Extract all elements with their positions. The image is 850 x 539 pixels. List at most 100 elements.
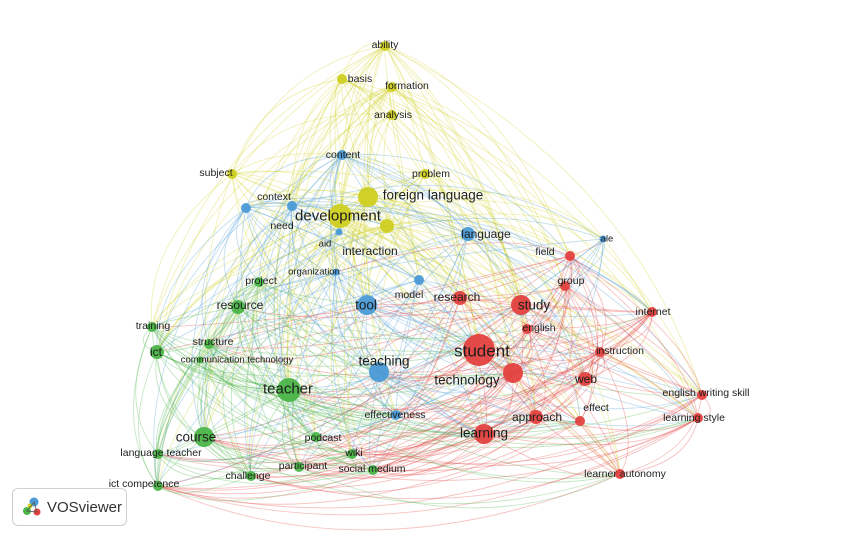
node-label-language-teacher[interactable]: language teacher (120, 447, 202, 459)
node-basis[interactable] (337, 74, 347, 84)
node-effectiveness[interactable] (391, 410, 401, 420)
node-label-development[interactable]: development (295, 208, 382, 225)
node-label-subject[interactable]: subject (199, 167, 232, 179)
node-ict-competence[interactable] (153, 481, 163, 491)
node-participant[interactable] (294, 462, 304, 472)
node-label-aid[interactable]: aid (319, 239, 332, 250)
node-label-ict-competence[interactable]: ict competence (109, 478, 180, 490)
node-resource[interactable] (231, 300, 245, 314)
node-student[interactable] (463, 334, 495, 366)
node-language-teacher[interactable] (153, 449, 163, 459)
node-field[interactable] (565, 251, 575, 261)
node-english[interactable] (522, 324, 532, 334)
node-label-resource[interactable]: resource (217, 298, 264, 312)
node-wiki[interactable] (347, 449, 357, 459)
node-label-challenge[interactable]: challenge (226, 470, 271, 482)
node-aid[interactable] (335, 228, 343, 236)
node-label-podcast[interactable]: podcast (305, 432, 342, 444)
node-label-instruction[interactable]: instruction (596, 345, 644, 357)
node-label-teacher[interactable]: teacher (263, 381, 313, 398)
node-label-context[interactable]: context (257, 191, 291, 203)
node-ability[interactable] (380, 41, 390, 51)
node-label-formation[interactable]: formation (385, 80, 429, 92)
vosviewer-brand[interactable]: VOSviewer (12, 488, 127, 526)
node-label-basis[interactable]: basis (348, 73, 373, 85)
node-label-interaction[interactable]: interaction (342, 244, 397, 258)
node-label-learning[interactable]: learning (460, 426, 508, 441)
node-label-effectiveness[interactable]: effectiveness (364, 409, 425, 421)
node-label-student[interactable]: student (454, 342, 510, 361)
node-label-english-writing-skill[interactable]: english writing skill (663, 387, 750, 399)
node-social-medium[interactable] (368, 465, 378, 475)
node-approach[interactable] (529, 410, 543, 424)
node-technology[interactable] (503, 363, 523, 383)
node-internet[interactable] (647, 307, 657, 317)
node-label-group[interactable]: group (558, 275, 585, 287)
node-development[interactable] (328, 204, 352, 228)
node-label-ale[interactable]: ale (601, 234, 614, 245)
node-teaching[interactable] (369, 362, 389, 382)
node-interaction[interactable] (380, 219, 394, 233)
node-language[interactable] (461, 227, 475, 241)
node-tool[interactable] (357, 295, 377, 315)
node-context[interactable] (287, 201, 297, 211)
node-course[interactable] (194, 427, 214, 447)
node-effect[interactable] (575, 416, 585, 426)
node-label-teaching[interactable]: teaching (358, 354, 409, 369)
node-label-learner-autonomy[interactable]: learner autonomy (584, 468, 666, 480)
node-label-training[interactable]: training (136, 320, 171, 332)
node-structure[interactable] (204, 339, 214, 349)
node-communication-technology[interactable] (196, 356, 204, 364)
node-ale[interactable] (599, 235, 607, 243)
node-label-problem[interactable]: problem (412, 168, 450, 180)
node-learning-style[interactable] (693, 413, 703, 423)
node-label-structure[interactable]: structure (193, 336, 234, 348)
node-label-participant[interactable]: participant (279, 460, 328, 472)
node-formation[interactable] (387, 82, 397, 92)
node-podcast[interactable] (311, 432, 321, 442)
node-label-social-medium[interactable]: social medium (338, 463, 405, 475)
node-content[interactable] (337, 150, 347, 160)
node-label-effect[interactable]: effect (583, 402, 609, 414)
node-label-analysis[interactable]: analysis (374, 109, 412, 121)
node-label-field[interactable]: field (535, 246, 554, 258)
node-label-content[interactable]: content (326, 149, 361, 161)
node-label-learning-style[interactable]: learning style (663, 412, 725, 424)
node-label-ict[interactable]: ict (150, 345, 163, 359)
node-organization[interactable] (332, 268, 340, 276)
node-label-study[interactable]: study (518, 298, 551, 313)
node-study[interactable] (511, 295, 531, 315)
node-label-english[interactable]: english (522, 322, 555, 334)
node-label-foreign-language[interactable]: foreign language (383, 188, 484, 203)
node-ict[interactable] (150, 345, 164, 359)
node-label-wiki[interactable]: wiki (344, 447, 363, 459)
node-label-model[interactable]: model (395, 289, 424, 301)
node-label-web[interactable]: web (574, 372, 597, 386)
node-research[interactable] (453, 291, 467, 305)
node-label-technology[interactable]: technology (434, 373, 500, 388)
node-project[interactable] (254, 277, 264, 287)
node-problem[interactable] (420, 169, 430, 179)
node-instruction[interactable] (595, 347, 605, 357)
node-label-organization[interactable]: organization (288, 267, 340, 278)
node-model[interactable] (414, 275, 424, 285)
node-learning[interactable] (474, 424, 494, 444)
node-english-writing-skill[interactable] (697, 390, 707, 400)
node-group[interactable] (560, 281, 570, 291)
node-label-communication-technology[interactable]: communication technology (181, 355, 294, 366)
node-subject[interactable] (227, 169, 237, 179)
node-label-approach[interactable]: approach (512, 410, 562, 424)
node-analysis[interactable] (387, 110, 397, 120)
node-learner-autonomy[interactable] (615, 469, 625, 479)
node-training[interactable] (147, 322, 157, 332)
node-label-ability[interactable]: ability (372, 39, 400, 51)
node-web[interactable] (578, 372, 592, 386)
node-need[interactable] (241, 203, 251, 213)
node-label-research[interactable]: research (434, 290, 481, 304)
node-foreign-language[interactable] (358, 187, 378, 207)
node-label-course[interactable]: course (176, 430, 217, 445)
node-challenge[interactable] (246, 471, 256, 481)
node-label-need[interactable]: need (270, 220, 294, 232)
node-label-tool[interactable]: tool (355, 298, 377, 313)
node-label-language[interactable]: language (461, 227, 511, 241)
